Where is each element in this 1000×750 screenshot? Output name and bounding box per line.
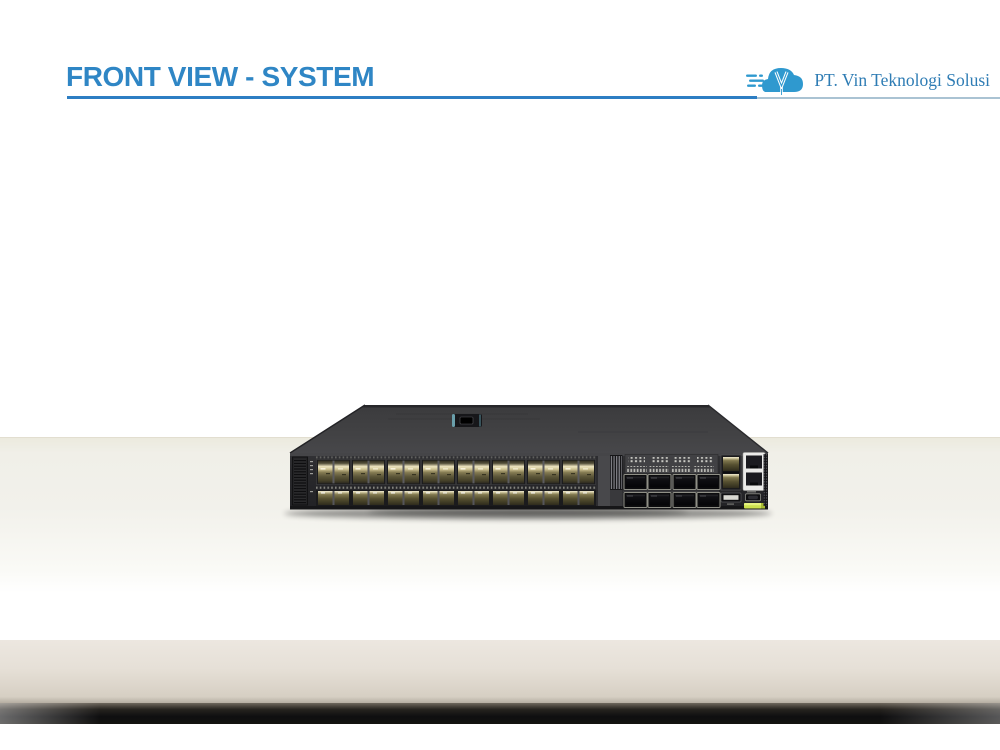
port-number-strip-top [316, 456, 596, 459]
qsfp-port [623, 492, 648, 508]
qsfp-port [696, 492, 721, 508]
sfp-cage-block [385, 458, 422, 486]
sfp-cage-row-bottom [316, 490, 596, 506]
sfp-cage-block [491, 490, 526, 506]
filler-panel-edge [596, 456, 598, 506]
sfp-cage-block [561, 490, 596, 506]
logo-underline [757, 97, 1000, 99]
filler-panel [596, 456, 610, 506]
sfp-cage-block [386, 490, 421, 506]
sfp-cage-block [490, 458, 527, 486]
sfp-cage-block [421, 490, 456, 506]
company-name: PT. Vin Teknologi Solusi [814, 69, 990, 90]
led-status-panel [624, 454, 719, 474]
sfp-cage-block [351, 490, 386, 506]
console-port [745, 491, 761, 502]
qsfp-row-divider [623, 490, 719, 493]
cloud-v-logo [746, 68, 804, 97]
sfp-cage-block [560, 458, 597, 486]
right-vent-grille [763, 454, 768, 506]
backdrop-band-white [0, 592, 1000, 640]
qsfp-port [672, 474, 697, 490]
page-title: FRONT VIEW - SYSTEM [66, 61, 375, 92]
status-led-strip [744, 503, 765, 509]
company-logo: PT. Vin Teknologi Solusi [745, 56, 990, 104]
backdrop-table-edge [0, 703, 1000, 724]
sfp-cage-row-top [315, 458, 597, 486]
rj45-port [746, 472, 762, 486]
sfp-cage-block [525, 458, 562, 486]
device-shadow [284, 507, 772, 520]
rj45-port-stack [742, 452, 766, 491]
top-badge [452, 414, 482, 427]
sfp-cage-block [455, 458, 492, 486]
port-number-strip-mid [316, 485, 596, 490]
rj45-port [746, 455, 762, 469]
sfp-cage-block [526, 490, 561, 506]
mgmt-sfp-stack [720, 454, 742, 491]
qsfp-port [672, 492, 697, 508]
sfp-cage-block [350, 458, 387, 486]
backdrop-band-beige [0, 640, 1000, 703]
switch-front-panel [290, 452, 768, 510]
usb-port [720, 492, 742, 505]
title-underline [67, 96, 757, 99]
sfp-cage-block [420, 458, 457, 486]
left-vent-grille [292, 456, 308, 506]
sfp-cage-block [315, 458, 352, 486]
switch-top-panel [289, 404, 769, 454]
qsfp-port [647, 474, 672, 490]
sfp-cage-block [316, 490, 351, 506]
qsfp-port [623, 474, 648, 490]
port-index-labels [310, 461, 313, 493]
network-switch-front-view [284, 404, 772, 520]
qsfp-port [696, 474, 721, 490]
sfp-cage-block [456, 490, 491, 506]
comb-divider [610, 455, 623, 506]
qsfp-port [647, 492, 672, 508]
backdrop-band-bottom [0, 724, 1000, 750]
